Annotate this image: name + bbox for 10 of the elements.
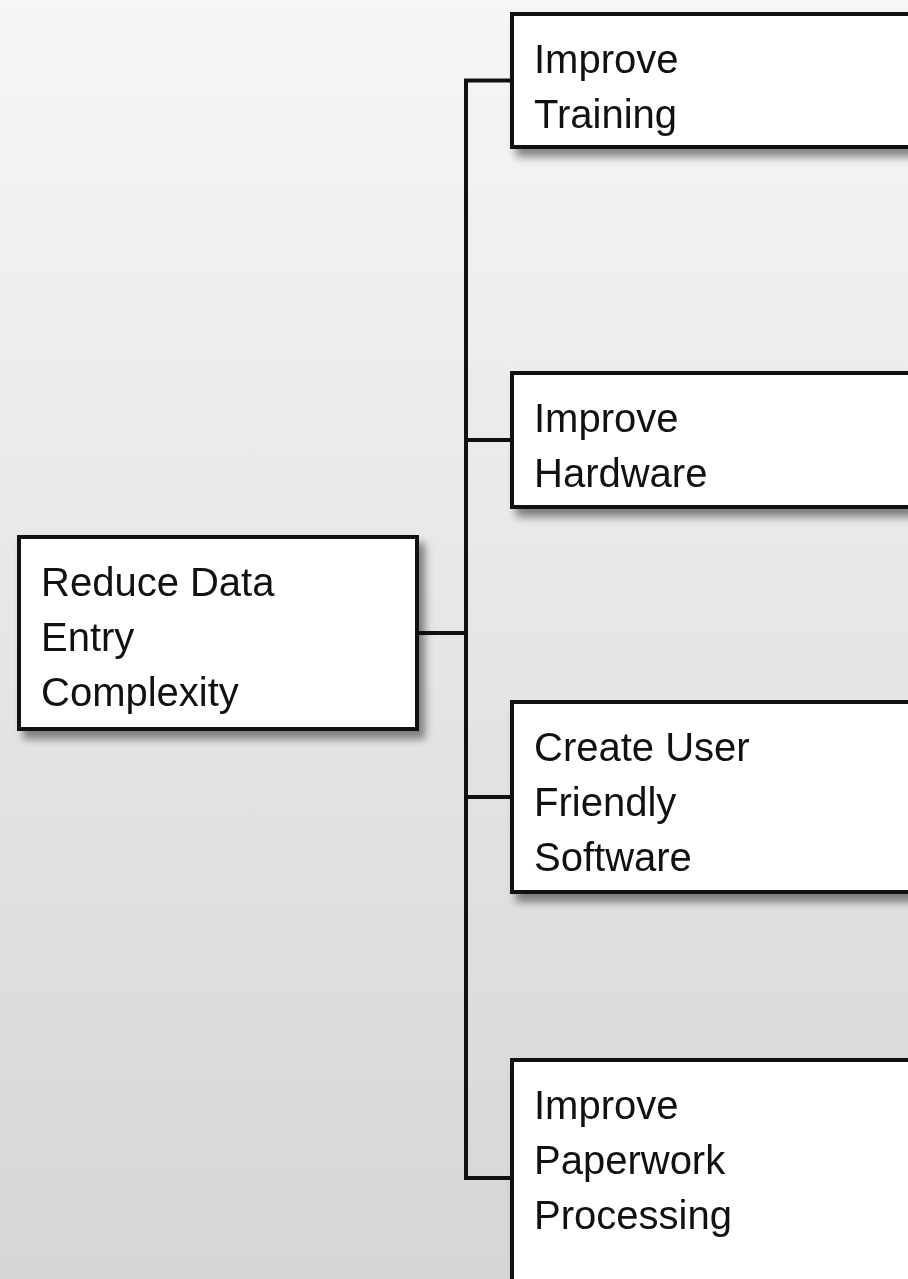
box-label: Improve Paperwork Processing [534,1082,733,1239]
process-box [510,1058,908,1279]
box-label: Improve Training [534,36,680,138]
box-label: Reduce Data Entry Complexity [41,559,276,716]
process-box [510,12,908,149]
process-box [510,371,908,509]
box-label: Improve Hardware [534,395,709,497]
process-box [510,700,908,894]
box-label: Create User Friendly Software [534,724,751,881]
process-box [17,535,419,731]
